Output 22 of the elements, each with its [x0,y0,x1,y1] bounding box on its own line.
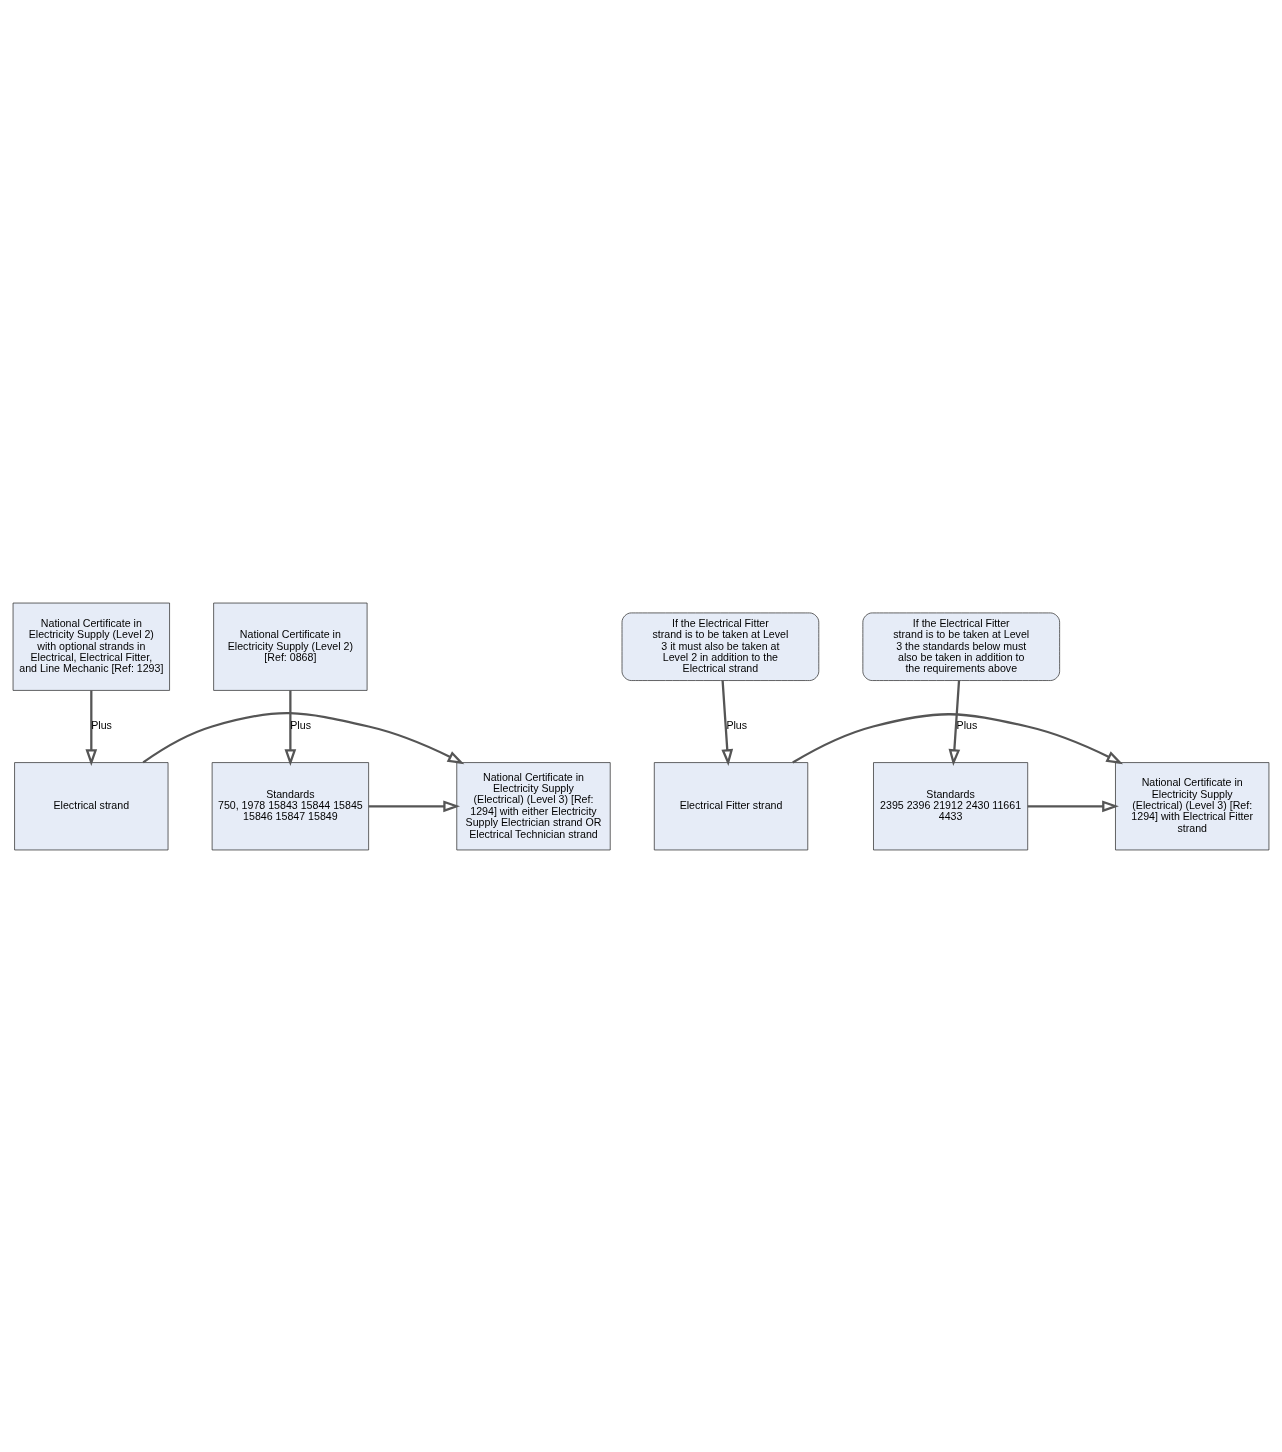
edge-label: Plus [956,718,978,731]
arrow [142,711,465,764]
node-box: National Certificate in Electricity Supply (Electrical) (Level 3) [Ref: 1294] with Electrical Fitter strand [1115,761,1270,850]
arrow [368,799,461,812]
arrow [1027,799,1119,812]
edge-label: Plus [290,718,311,731]
edge-label: Plus [91,718,112,731]
arrow [721,680,734,766]
edge-label: Plus [726,718,748,731]
node-box: Standards 750, 1978 15843 15844 15845 15846 15847 15849 [211,761,369,850]
node-box: Electrical strand [14,761,169,850]
node-box: If the Electrical Fitter strand is to be taken at Level 3 the standards below must also be taken in addition to the requirements above [862,612,1060,681]
node-box: Electrical Fitter strand [653,761,809,850]
arrow [284,689,297,766]
arrow [948,680,961,766]
arrow [792,712,1123,764]
arrow [85,689,98,766]
node-box: National Certificate in Electricity Supply (Level 2) [Ref: 0868] [213,602,368,691]
node-box: If the Electrical Fitter strand is to be taken at Level 3 it must also be taken at Level 2 in addition to the Electrical strand [621,612,820,681]
node-box: Standards 2395 2396 21912 2430 11661 4433 [873,761,1029,850]
node-box: National Certificate in Electricity Supply (Electrical) (Level 3) [Ref: 1294] with either Electricity Supply Electrician strand OR Electrical Technician strand [456,761,611,850]
node-box: National Certificate in Electricity Supply (Level 2) with optional strands in Electrical, Electrical Fitter, and Line Mechanic [Ref: 1293] [12,602,170,691]
